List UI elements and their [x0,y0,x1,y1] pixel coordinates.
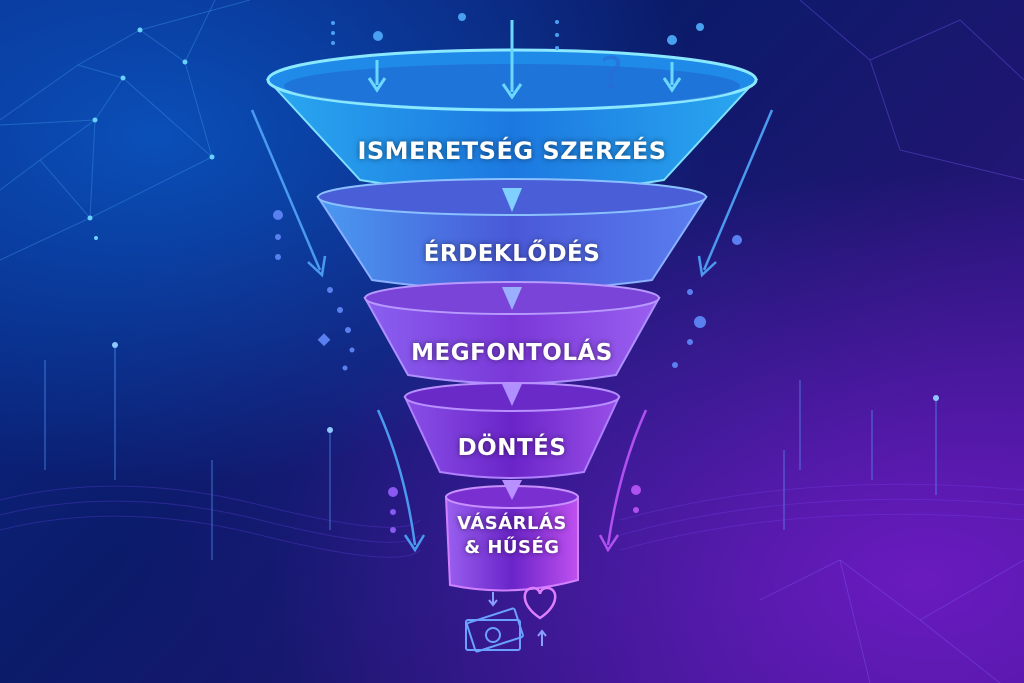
stage-label-purchase-loyalty: VÁSÁRLÁS & HŰSÉG [0,512,1024,560]
money-icon [465,607,524,653]
stage-label-line2: & HŰSÉG [464,537,560,558]
side-arrows [250,109,774,553]
stage-label-line1: VÁSÁRLÁS [457,513,567,534]
question-mark-icon: ? [600,48,623,99]
stage-label-decision: DÖNTÉS [457,435,567,461]
stage-label-consideration: MEGFONTOLÁS [411,340,613,366]
heart-icon [523,586,557,620]
funnel-stage-3 [363,281,661,385]
stage-label-interest: ÉRDEKLŐDÉS [423,241,601,267]
stage-connector-arrows [502,188,522,500]
input-dots [331,13,704,50]
side-dots [273,210,742,533]
stage-label-awareness: ISMERETSÉG SZERZÉS [357,137,667,165]
input-arrows [367,20,682,100]
